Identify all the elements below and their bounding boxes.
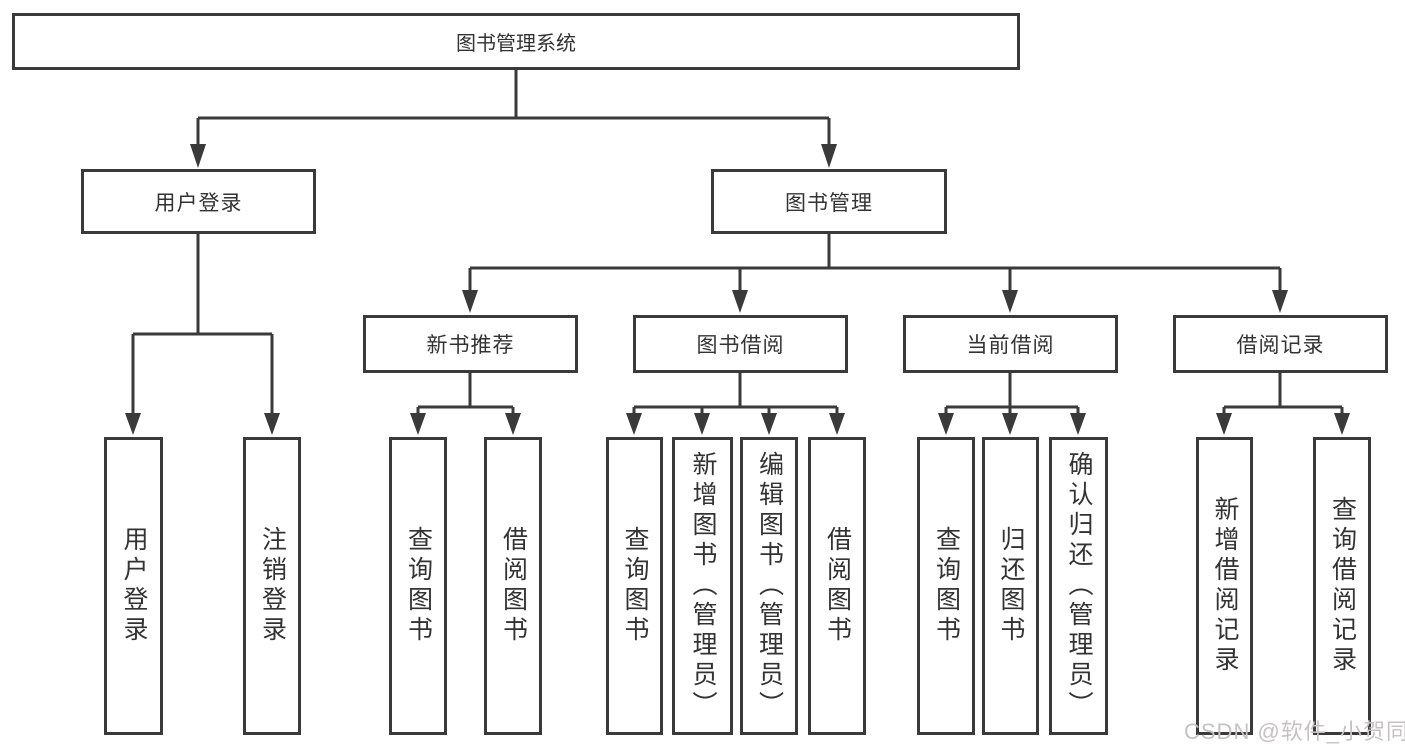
leaf-borrow-book-label: 借阅图书 bbox=[823, 526, 852, 646]
leaf-return-book-label: 归还图书 bbox=[997, 526, 1025, 646]
leaf-edit-book-admin: 编辑图书（管理员） bbox=[740, 437, 798, 735]
leaf-query-book-recommend-label: 查询图书 bbox=[404, 526, 433, 646]
node-book-management-label: 图书管理 bbox=[785, 191, 873, 215]
leaf-add-book-admin-label: 新增图书（管理员） bbox=[689, 451, 717, 721]
leaf-query-borrow-record-label: 查询借阅记录 bbox=[1328, 496, 1357, 676]
leaf-user-login: 用户登录 bbox=[104, 437, 163, 735]
leaf-query-book-borrow: 查询图书 bbox=[606, 437, 663, 735]
node-new-book-recommend-label: 新书推荐 bbox=[426, 334, 515, 357]
leaf-add-book-admin: 新增图书（管理员） bbox=[672, 437, 733, 735]
leaf-confirm-return-admin-label: 确认归还（管理员） bbox=[1065, 451, 1093, 721]
leaf-return-book: 归还图书 bbox=[982, 437, 1039, 735]
leaf-borrow-book-recommend-label: 借阅图书 bbox=[499, 526, 528, 646]
leaf-confirm-return-admin: 确认归还（管理员） bbox=[1049, 437, 1108, 735]
node-current-borrow: 当前借阅 bbox=[903, 315, 1118, 373]
leaf-logout: 注销登录 bbox=[243, 437, 301, 735]
leaf-user-login-label: 用户登录 bbox=[120, 526, 148, 646]
leaf-query-book-recommend: 查询图书 bbox=[389, 437, 447, 735]
node-book-borrow: 图书借阅 bbox=[633, 315, 848, 373]
leaf-logout-label: 注销登录 bbox=[258, 526, 287, 646]
leaf-query-book-current-label: 查询图书 bbox=[932, 526, 961, 646]
node-root-label: 图书管理系统 bbox=[456, 33, 576, 55]
node-book-management: 图书管理 bbox=[711, 169, 947, 234]
node-borrow-records-label: 借阅记录 bbox=[1236, 334, 1325, 357]
watermark: CSDN @软件_小贺同学 bbox=[1184, 719, 1405, 744]
node-new-book-recommend: 新书推荐 bbox=[363, 315, 578, 373]
leaf-borrow-book: 借阅图书 bbox=[808, 437, 866, 735]
node-root: 图书管理系统 bbox=[12, 13, 1020, 70]
node-current-borrow-label: 当前借阅 bbox=[966, 334, 1055, 357]
leaf-add-borrow-record: 新增借阅记录 bbox=[1196, 437, 1253, 735]
node-user-login-label: 用户登录 bbox=[154, 191, 243, 215]
node-borrow-records: 借阅记录 bbox=[1173, 315, 1388, 373]
leaf-edit-book-admin-label: 编辑图书（管理员） bbox=[755, 451, 784, 721]
leaf-add-borrow-record-label: 新增借阅记录 bbox=[1211, 496, 1239, 676]
leaf-query-book-borrow-label: 查询图书 bbox=[621, 526, 649, 646]
node-book-borrow-label: 图书借阅 bbox=[696, 334, 785, 357]
leaf-query-borrow-record: 查询借阅记录 bbox=[1313, 437, 1371, 735]
leaf-borrow-book-recommend: 借阅图书 bbox=[484, 437, 542, 735]
node-user-login: 用户登录 bbox=[81, 169, 316, 234]
leaf-query-book-current: 查询图书 bbox=[917, 437, 975, 735]
